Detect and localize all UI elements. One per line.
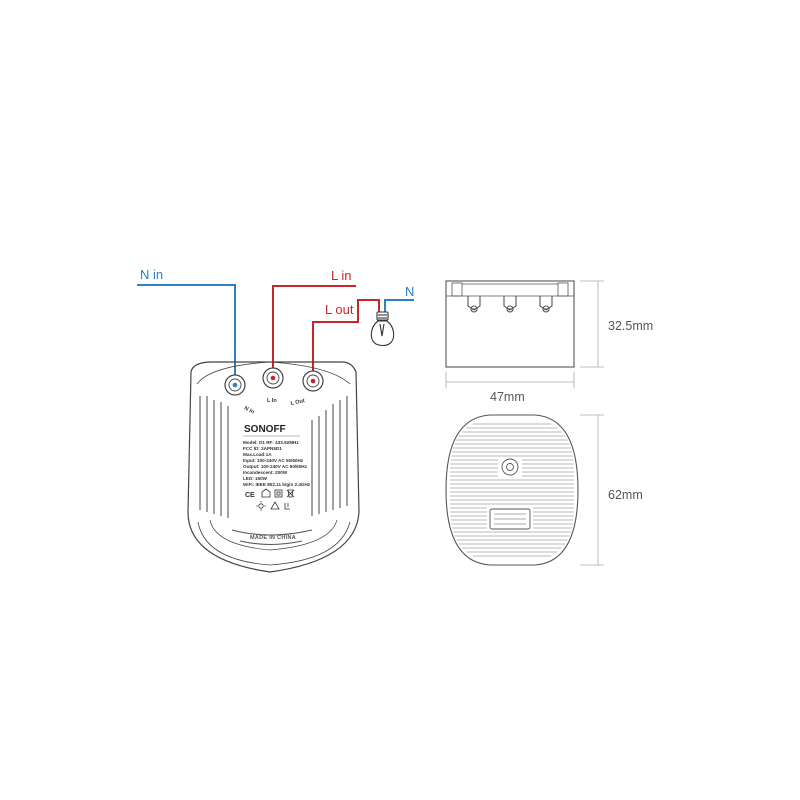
- terminal-label-l-in: L In: [267, 398, 277, 404]
- n-label: N: [405, 284, 414, 299]
- device-front: [187, 361, 360, 573]
- info-label-area: SONOFF Model: D1 RF: 433.92MHz FCC ID: 2…: [243, 424, 311, 511]
- sun-icon: [258, 503, 264, 509]
- weee-bin-icon: [286, 489, 295, 498]
- terminals: [224, 367, 324, 396]
- warning-icon: [270, 501, 280, 510]
- side-view-body: [445, 280, 575, 368]
- width-dimension: [445, 372, 575, 388]
- ce-mark-icon: CE: [245, 492, 255, 499]
- certification-icons: CE: [245, 488, 295, 511]
- label-line-max-load: Max.Load:1A: [243, 452, 272, 457]
- device-outline: [187, 361, 360, 573]
- label-line-led: LED: 150W: [243, 476, 268, 481]
- brand-logo: SONOFF: [244, 424, 286, 435]
- height-dimension: [580, 280, 604, 368]
- n-in-wire: [137, 284, 236, 385]
- label-line-output: Output: 100-240V AC 50/60Hz: [243, 464, 308, 469]
- back-view-outline: [445, 414, 579, 566]
- back-view-details: [489, 458, 531, 530]
- height-dimension-label: 32.5mm: [608, 319, 653, 333]
- label-line-fcc: FCC ID: 2APN5D1: [243, 446, 282, 451]
- label-line-incandescent: Incandescent: 200W: [243, 470, 288, 475]
- width-dimension-label: 47mm: [490, 390, 525, 404]
- screw-terminals: [467, 296, 553, 313]
- n-wire: [384, 299, 414, 316]
- label-line-input: Input: 100-240V AC 50/60Hz: [243, 458, 304, 463]
- label-line-wifi: WiFi: IEEE 802.11 b/g/n 2.4GHz: [243, 482, 311, 487]
- double-insulation-icon: [274, 489, 283, 498]
- l-out-label: L out: [325, 302, 354, 317]
- side-view: [445, 280, 575, 368]
- back-view: [445, 414, 579, 566]
- mount-icon: [284, 503, 290, 510]
- terminal-label-l-out: L Out: [290, 398, 305, 407]
- depth-dimension: [580, 414, 604, 566]
- l-out-wire: [312, 299, 380, 381]
- home-icon: [261, 488, 271, 498]
- device-bottom-rim: [197, 521, 351, 566]
- l-in-wire: [272, 285, 356, 378]
- device-top-ridge: [196, 361, 351, 385]
- depth-dimension-label: 62mm: [608, 488, 643, 502]
- terminal-dots: [232, 382, 238, 388]
- label-line-model: Model: D1 RF: 433.92MHz: [243, 440, 299, 445]
- terminal-label-n-in: N In: [243, 405, 256, 415]
- made-in-china: MADE IN CHINA: [250, 535, 296, 541]
- vent-slots: [199, 396, 348, 546]
- wires: [137, 284, 414, 385]
- n-in-label: N in: [140, 267, 163, 282]
- l-in-label: L in: [331, 268, 351, 283]
- light-bulb-icon: [370, 311, 395, 347]
- back-view-ribs: [450, 423, 574, 557]
